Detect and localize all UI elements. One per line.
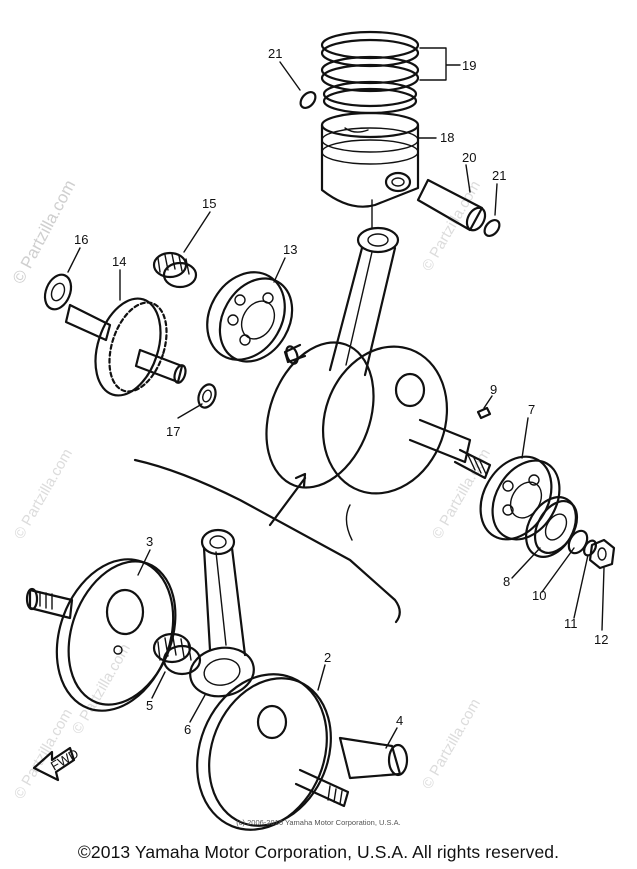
copyright-notice: ©2013 Yamaha Motor Corporation, U.S.A. A… bbox=[77, 842, 560, 862]
piston-rings bbox=[320, 30, 420, 115]
woodruff-key bbox=[476, 406, 492, 420]
connecting-rod-lower bbox=[189, 528, 255, 698]
needle-bearing-small bbox=[152, 251, 198, 289]
callout-2: 2 bbox=[324, 650, 331, 665]
crank-pin bbox=[294, 736, 409, 808]
callout-5: 5 bbox=[146, 698, 153, 713]
callout-9: 9 bbox=[490, 382, 497, 397]
callout-16: 16 bbox=[74, 232, 88, 247]
callout-12: 12 bbox=[594, 632, 608, 647]
callout-13: 13 bbox=[283, 242, 297, 257]
callout-10: 10 bbox=[532, 588, 546, 603]
shim-washer bbox=[197, 383, 217, 409]
circlip-right bbox=[483, 219, 501, 237]
main-bearing-left bbox=[206, 271, 294, 363]
callout-11: 11 bbox=[564, 616, 578, 631]
callout-3: 3 bbox=[146, 534, 153, 549]
explode-bracket bbox=[133, 458, 401, 624]
piston-pin bbox=[416, 178, 487, 232]
callout-8: 8 bbox=[503, 574, 510, 589]
callout-4: 4 bbox=[396, 713, 403, 728]
crank-web-right bbox=[196, 673, 332, 831]
callout-19: 19 bbox=[462, 58, 476, 73]
watermark-left-mid: © Partzilla.com bbox=[11, 446, 76, 542]
callout-6: 6 bbox=[184, 722, 191, 737]
callout-21-top: 21 bbox=[268, 46, 282, 61]
primary-gear-shaft bbox=[64, 297, 187, 397]
crank-pin-bearing bbox=[152, 632, 202, 676]
crank-nut bbox=[588, 538, 616, 570]
connecting-rod-upper bbox=[328, 199, 400, 377]
callout-15: 15 bbox=[202, 196, 216, 211]
lock-washer bbox=[583, 539, 597, 557]
callout-numbers: 21 19 18 20 21 13 15 14 16 17 9 7 8 10 1… bbox=[74, 46, 608, 737]
thrust-washer bbox=[43, 273, 73, 311]
callout-14: 14 bbox=[112, 254, 126, 269]
small-copyright: (c) 2006-2016 Yamaha Motor Corporation, … bbox=[236, 818, 401, 827]
callout-20: 20 bbox=[462, 150, 476, 165]
callout-17: 17 bbox=[166, 424, 180, 439]
crankshaft-assembled bbox=[265, 341, 492, 495]
leader-lines-lower bbox=[137, 549, 398, 749]
leader-lines bbox=[67, 47, 605, 631]
callout-18: 18 bbox=[440, 130, 454, 145]
piston bbox=[320, 111, 420, 208]
callout-7: 7 bbox=[528, 402, 535, 417]
watermarks: © Partzilla.com © Partzilla.com © Partzi… bbox=[9, 177, 494, 802]
callout-21-right: 21 bbox=[492, 168, 506, 183]
circlip-left bbox=[299, 91, 317, 109]
watermark-right-bottom: © Partzilla.com bbox=[419, 696, 484, 792]
